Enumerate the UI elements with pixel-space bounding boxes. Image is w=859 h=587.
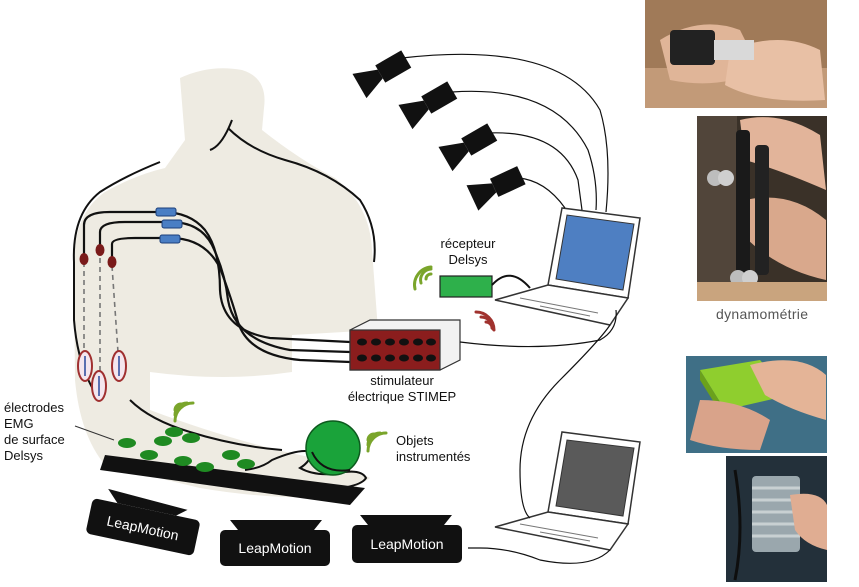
wifi-icon (474, 310, 496, 332)
objects-label: Objets instrumentés (396, 433, 471, 464)
cable-connectors (155, 207, 183, 244)
wifi-icon (366, 431, 388, 453)
camera-icon (352, 50, 526, 211)
needle-electrodes (77, 350, 127, 402)
laptop-icon (494, 207, 641, 326)
stimulator-box (349, 319, 461, 371)
hand-outline (244, 450, 368, 491)
stimulation-electrodes (79, 244, 117, 268)
laptop-icon (494, 431, 641, 551)
electrodes-label: électrodes EMG de surface Delsys (4, 400, 65, 463)
wifi-icon (413, 265, 433, 291)
leapmotion-label: LeapMotion (238, 540, 311, 556)
body-outline (209, 119, 233, 151)
electrode-cables (82, 210, 351, 364)
fingers-outline (311, 451, 351, 472)
body-outline (129, 399, 283, 451)
photo-thumbnail (697, 116, 827, 301)
receiver-box (439, 275, 493, 298)
stimulator-label: stimulateur électrique STIMEP (347, 373, 457, 404)
electrode-wires (83, 258, 119, 372)
camera-cables (401, 53, 617, 564)
photo-thumbnail (726, 456, 827, 582)
dynamometry-label: dynamométrie (716, 306, 809, 322)
leapmotion-label: LeapMotion (370, 536, 443, 552)
leapmotion-device: LeapMotion LeapMotion LeapMotion (86, 488, 462, 566)
body-outline (227, 127, 376, 263)
label-pointer (74, 425, 115, 441)
instrumented-ball (305, 420, 361, 476)
receiver-cable (491, 274, 531, 289)
photo-thumbnail (645, 0, 827, 108)
emg-electrodes (118, 427, 255, 472)
receiver-label: récepteur Delsys (440, 236, 496, 267)
arm-rest (100, 455, 365, 505)
wifi-icon (173, 401, 195, 423)
photo-thumbnail (686, 356, 827, 453)
